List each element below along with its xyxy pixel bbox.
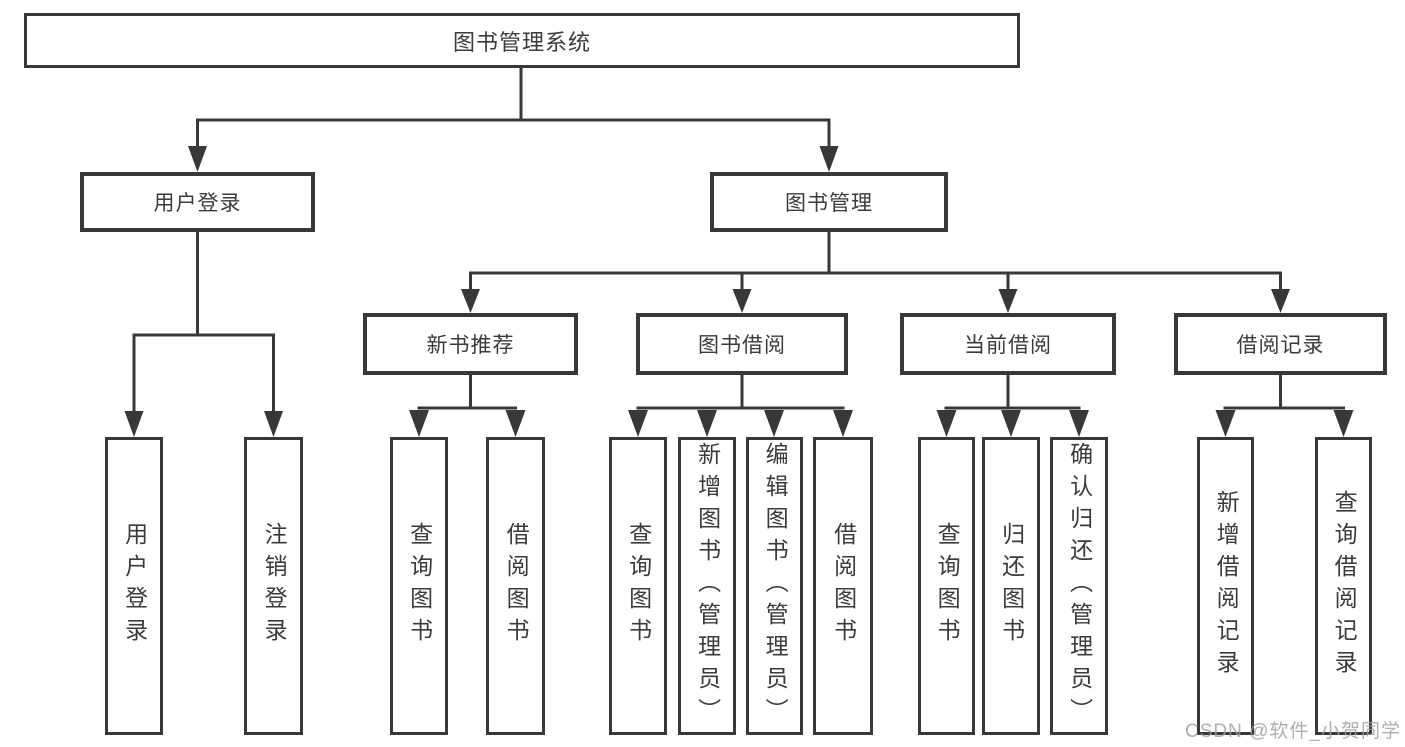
- leaf-query-books-borrow-label: 查询图书: [625, 522, 652, 650]
- leaf-query-books-recommend-label: 查询图书: [406, 522, 433, 650]
- leaf-confirm-return-admin: 确认归还（管理员）: [1050, 437, 1108, 735]
- leaf-return-books-label: 归还图书: [998, 522, 1025, 650]
- leaf-query-books-current-label: 查询图书: [934, 522, 961, 650]
- leaf-borrow-books-recommend-label: 借阅图书: [503, 522, 530, 650]
- leaf-logout: 注销登录: [244, 437, 303, 735]
- leaf-query-borrow-record: 查询借阅记录: [1315, 437, 1372, 735]
- leaf-borrow-books: 借阅图书: [813, 437, 873, 735]
- node-current-borrow: 当前借阅: [900, 313, 1116, 375]
- leaf-add-books-admin-label: 新增图书（管理员）: [694, 442, 721, 730]
- leaf-user-login-label: 用户登录: [121, 522, 148, 650]
- leaf-query-borrow-record-label: 查询借阅记录: [1331, 490, 1358, 682]
- node-book-management-branch: 图书管理: [710, 172, 948, 232]
- node-library-management-system: 图书管理系统: [24, 13, 1020, 68]
- leaf-return-books: 归还图书: [982, 437, 1040, 735]
- leaf-borrow-books-label: 借阅图书: [830, 522, 857, 650]
- leaf-add-borrow-record-label: 新增借阅记录: [1213, 490, 1240, 682]
- node-borrow-records: 借阅记录: [1174, 313, 1387, 375]
- node-book-borrow: 图书借阅: [636, 313, 848, 375]
- node-new-book-recommend: 新书推荐: [363, 313, 578, 375]
- csdn-watermark: CSDN @软件_小贺同学: [1185, 721, 1401, 742]
- leaf-query-books-current: 查询图书: [918, 437, 975, 735]
- leaf-edit-books-admin: 编辑图书（管理员）: [746, 437, 803, 735]
- leaf-add-books-admin: 新增图书（管理员）: [678, 437, 736, 735]
- leaf-add-borrow-record: 新增借阅记录: [1197, 437, 1254, 735]
- leaf-logout-label: 注销登录: [261, 522, 288, 650]
- leaf-query-books-borrow: 查询图书: [609, 437, 667, 735]
- leaf-borrow-books-recommend: 借阅图书: [486, 437, 545, 735]
- leaf-edit-books-admin-label: 编辑图书（管理员）: [762, 442, 789, 730]
- leaf-query-books-recommend: 查询图书: [390, 437, 448, 735]
- leaf-confirm-return-admin-label: 确认归还（管理员）: [1066, 442, 1093, 730]
- node-user-login-branch: 用户登录: [80, 172, 315, 232]
- leaf-user-login: 用户登录: [105, 437, 163, 735]
